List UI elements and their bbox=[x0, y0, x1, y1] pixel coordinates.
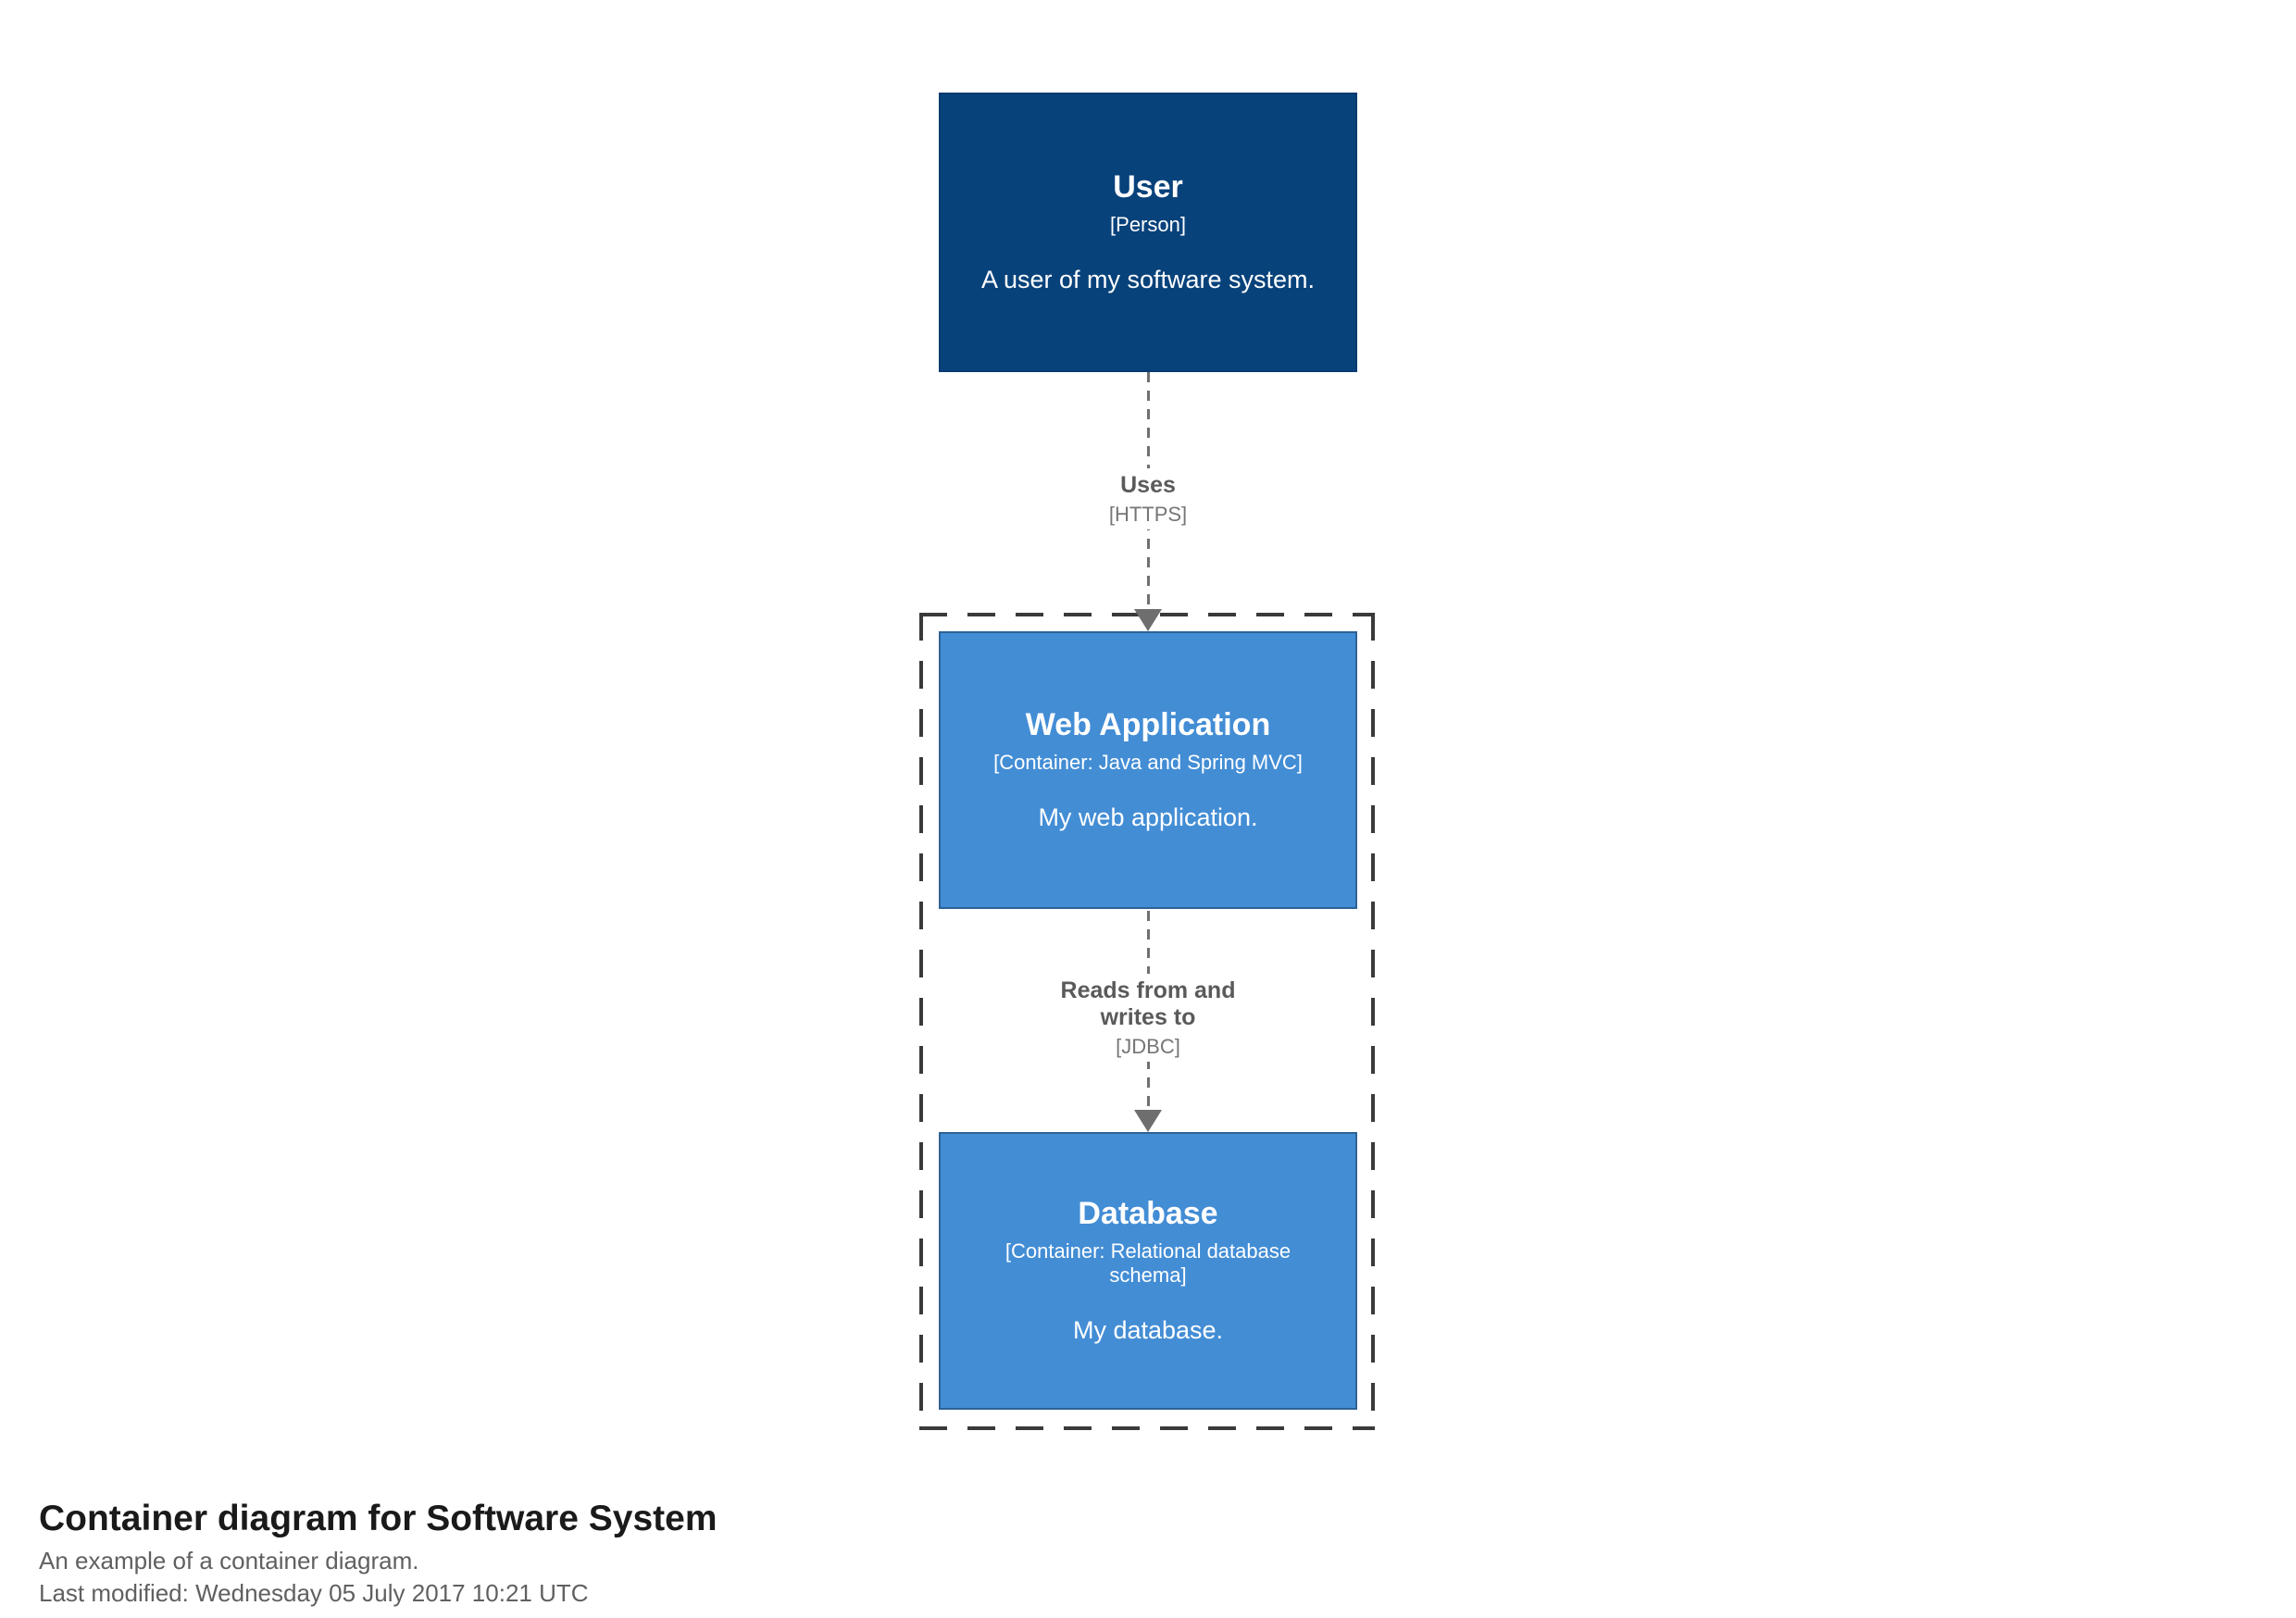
container-node-web-application[interactable]: Web Application [Container: Java and Spr… bbox=[939, 631, 1357, 909]
container-meta: [Container: Java and Spring MVC] bbox=[993, 750, 1303, 774]
person-meta: [Person] bbox=[1110, 212, 1186, 236]
diagram-title: Container diagram for Software System bbox=[39, 1499, 718, 1538]
person-node-user[interactable]: User [Person] A user of my software syst… bbox=[939, 93, 1357, 372]
person-name: User bbox=[1113, 169, 1183, 205]
container-node-database[interactable]: Database [Container: Relational database… bbox=[939, 1132, 1357, 1410]
relationship-technology: [HTTPS] bbox=[1108, 502, 1188, 526]
relationship-label-reads-writes: Reads from and writes to [JDBC] bbox=[1023, 974, 1273, 1062]
relationship-technology: [JDBC] bbox=[1116, 1034, 1180, 1058]
container-name: Database bbox=[1078, 1195, 1218, 1231]
diagram-last-modified: Last modified: Wednesday 05 July 2017 10… bbox=[39, 1578, 589, 1607]
relationship-label-uses: Uses [HTTPS] bbox=[1097, 468, 1199, 530]
arrow-down-icon bbox=[1134, 1110, 1162, 1132]
container-name: Web Application bbox=[1025, 707, 1271, 743]
relationship-name: Uses bbox=[1120, 472, 1176, 498]
arrow-down-icon bbox=[1134, 609, 1162, 631]
diagram-subtitle: An example of a container diagram. bbox=[39, 1546, 419, 1574]
relationship-name: Reads from and writes to bbox=[1060, 977, 1236, 1030]
container-description: My database. bbox=[1072, 1316, 1224, 1345]
diagram-footer: Container diagram for Software System An… bbox=[39, 1498, 718, 1610]
container-meta: [Container: Relational database schema] bbox=[1004, 1238, 1292, 1288]
container-description: My web application. bbox=[1038, 803, 1258, 832]
person-description: A user of my software system. bbox=[980, 266, 1316, 294]
